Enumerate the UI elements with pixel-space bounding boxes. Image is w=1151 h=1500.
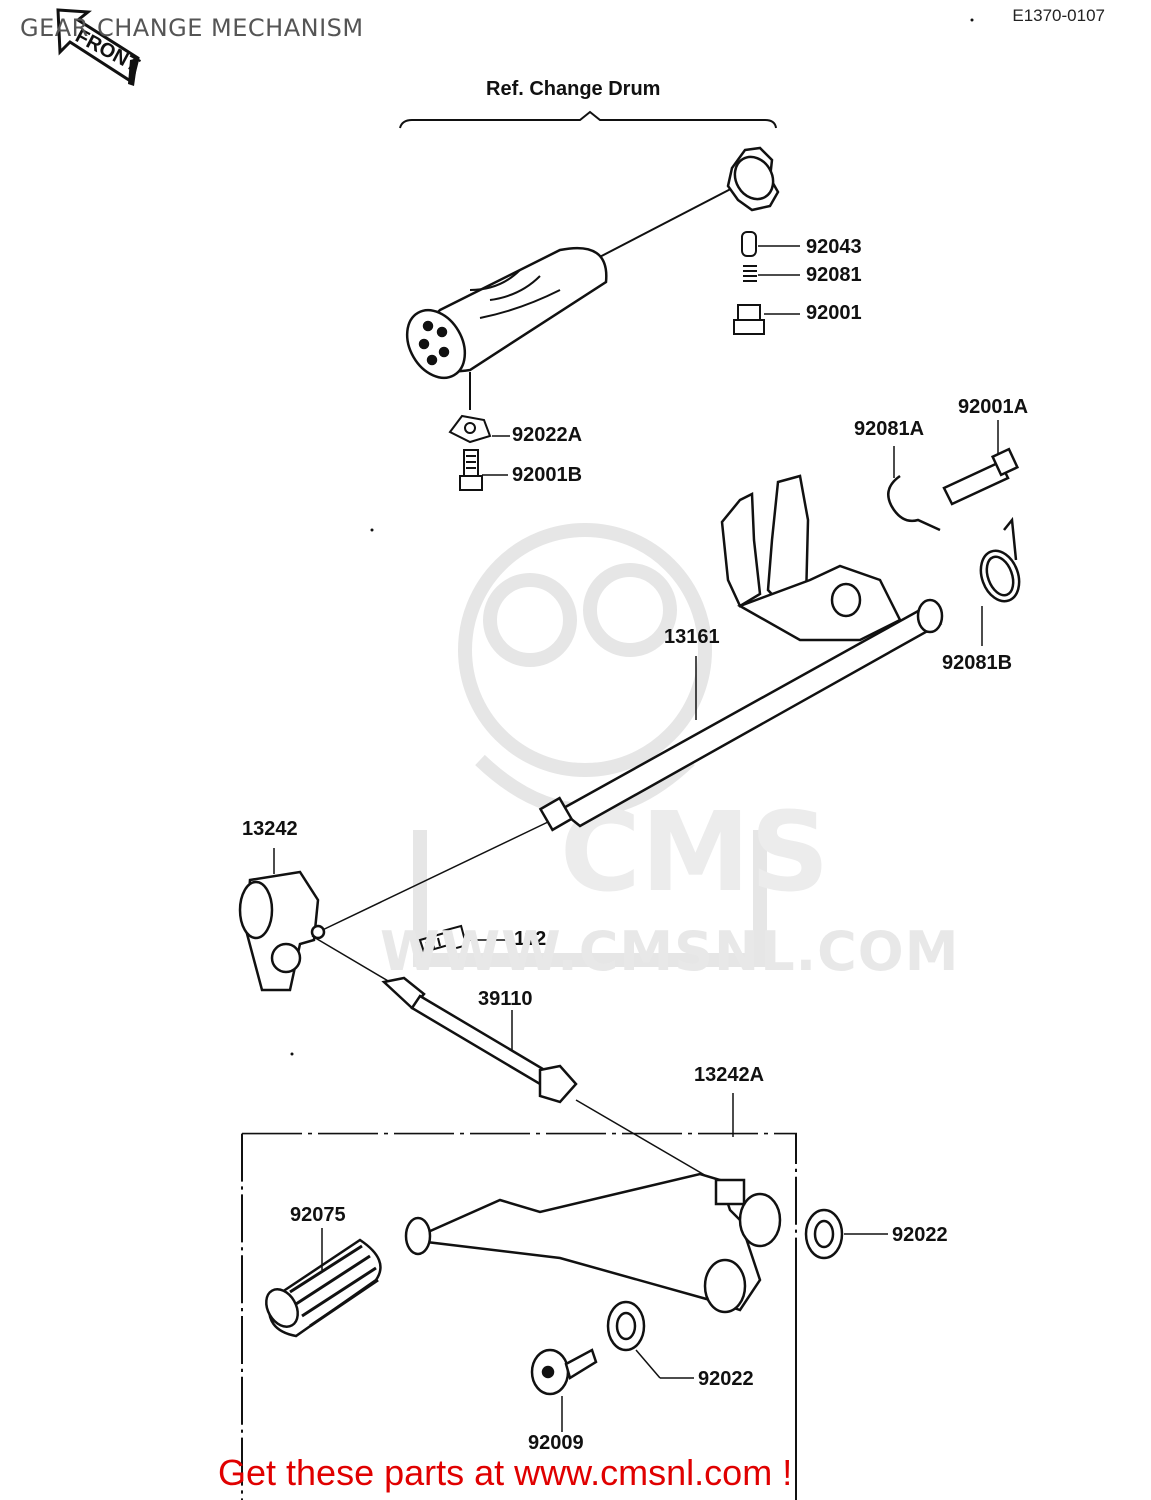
pedal-13242A xyxy=(404,1172,782,1314)
part-label-13161[interactable]: 13161 xyxy=(664,626,720,648)
change-drum xyxy=(405,146,780,410)
part-label-92043[interactable]: 92043 xyxy=(806,236,862,258)
part-label-39110[interactable]: 39110 xyxy=(478,988,533,1010)
tie-rod-39110 xyxy=(311,935,721,1185)
spring-92081 xyxy=(743,265,800,282)
spring-92081B xyxy=(979,516,1021,646)
part-label-92001B[interactable]: 92001B xyxy=(512,464,583,486)
holder-92022A xyxy=(448,414,510,444)
part-label-92081[interactable]: 92081 xyxy=(806,264,862,286)
part-label-92001[interactable]: 92001 xyxy=(806,302,862,324)
ref-bracket xyxy=(399,110,777,129)
spring-92081A xyxy=(887,446,941,532)
footer-link[interactable]: Get these parts at www.cmsnl.com ! xyxy=(218,1452,793,1493)
part-label-92081B[interactable]: 92081B xyxy=(942,652,1013,674)
part-label-92009[interactable]: 92009 xyxy=(528,1432,584,1454)
lever-13242 xyxy=(238,848,326,992)
diagram-title: GEAR CHANGE MECHANISM xyxy=(20,14,364,42)
part-label-92075[interactable]: 92075 xyxy=(290,1204,346,1226)
watermark-url: WWW.CMSNL.COM xyxy=(380,920,960,983)
part-label-13242[interactable]: 13242 xyxy=(242,818,298,840)
part-label-92001A[interactable]: 92001A xyxy=(958,396,1029,418)
part-label-92022-lower[interactable]: 92022 xyxy=(698,1368,754,1390)
part-label-112[interactable]: 112 xyxy=(514,928,547,950)
part-label-92081A[interactable]: 92081A xyxy=(854,418,925,440)
part-label-92022A[interactable]: 92022A xyxy=(512,424,583,446)
group-label-change-drum: Ref. Change Drum xyxy=(486,78,661,100)
part-label-92022-right[interactable]: 92022 xyxy=(892,1224,948,1246)
washer-92022-lower xyxy=(606,1300,694,1379)
pedal-group-box xyxy=(241,1132,797,1500)
plug-92001 xyxy=(733,304,800,335)
washer-92022-right xyxy=(804,1208,888,1260)
shift-shaft-13161 xyxy=(311,474,944,936)
bolt-92009 xyxy=(530,1348,598,1432)
bolt-112 xyxy=(418,924,512,954)
diagram-code: E1370-0107 xyxy=(1012,6,1105,25)
pin-92043 xyxy=(741,231,800,257)
pedal-rubber-92075 xyxy=(265,1228,382,1338)
part-label-13242A[interactable]: 13242A xyxy=(694,1064,765,1086)
bolt-92001B xyxy=(459,449,508,491)
pin-92001A xyxy=(942,420,1020,506)
